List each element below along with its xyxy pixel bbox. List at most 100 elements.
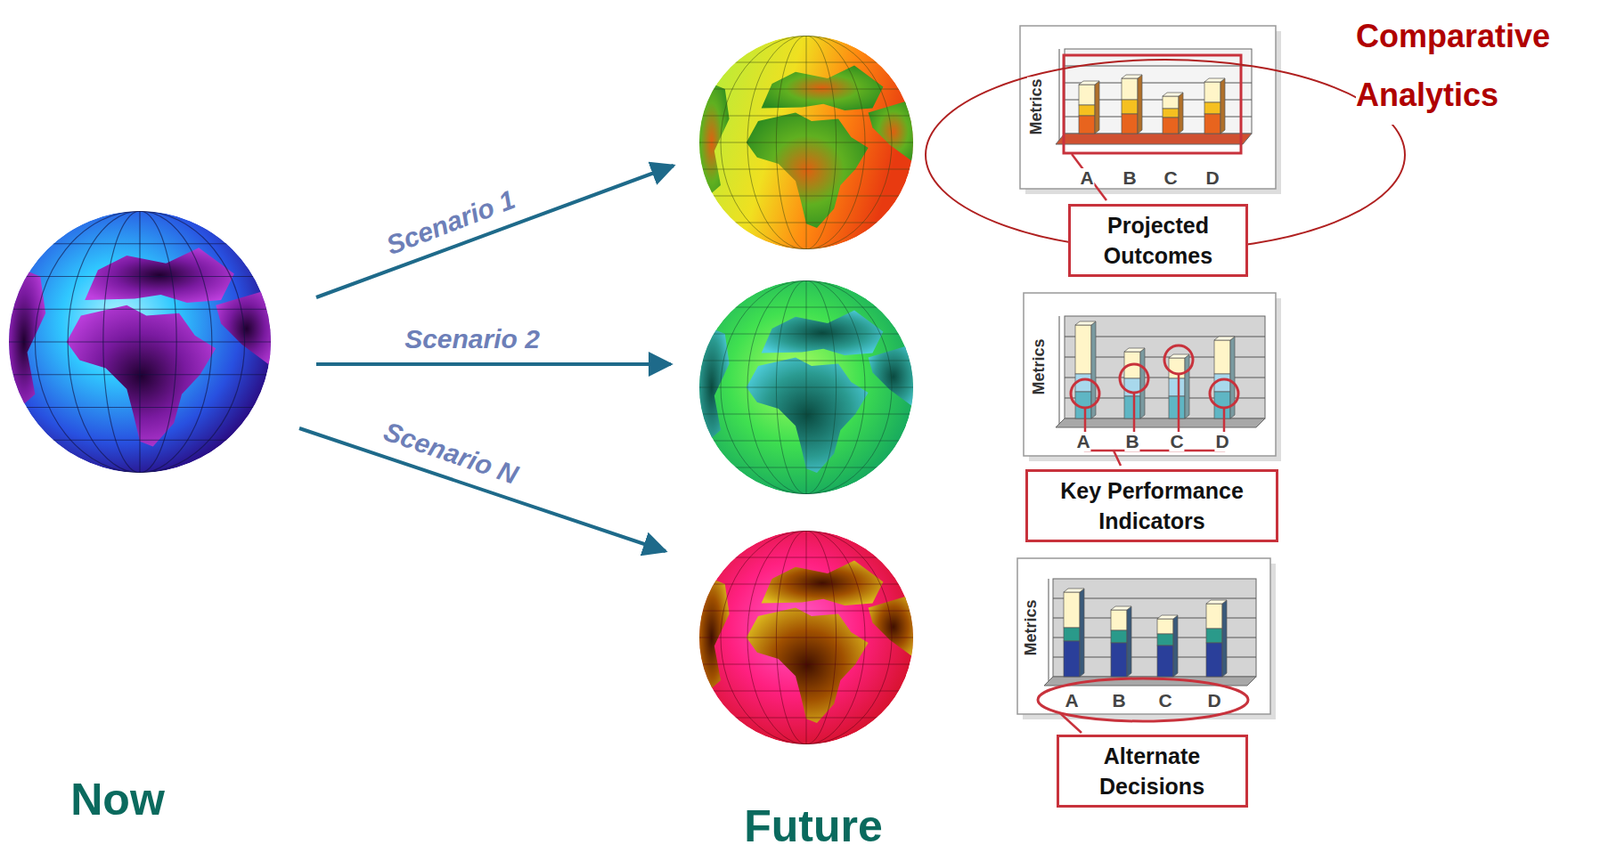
bar-chart	[1059, 48, 1061, 143]
bar-chart	[1162, 96, 1179, 109]
axis-tick: A	[1063, 691, 1079, 711]
bar-chart	[1124, 396, 1141, 419]
bar-chart	[1214, 336, 1235, 341]
box-label: Projected Outcomes	[1081, 210, 1235, 271]
bar-chart	[1094, 81, 1100, 134]
bar-chart	[1214, 340, 1231, 375]
box-label: Key Performance Indicators	[1038, 475, 1266, 537]
bar-chart	[1055, 418, 1266, 428]
bar-chart	[1064, 65, 1252, 67]
globe-future	[693, 280, 919, 495]
bar-chart	[1020, 25, 1276, 189]
bar-chart	[1220, 78, 1225, 134]
bar-chart	[1121, 74, 1143, 79]
time-label: Now	[70, 776, 165, 824]
bar-chart	[1157, 645, 1174, 678]
globe-future	[693, 35, 919, 250]
bar-chart	[1126, 606, 1132, 678]
bar-chart	[1157, 634, 1174, 646]
bar-chart	[1078, 84, 1095, 106]
bar-chart	[1162, 108, 1179, 118]
bar-chart	[1017, 558, 1276, 734]
scenario-label: Scenario 2	[404, 324, 540, 355]
bar-chart	[1204, 81, 1221, 103]
bar-chart	[1222, 600, 1227, 678]
kpi-box: Key Performance Indicators	[1025, 469, 1279, 543]
heading-label: Comparative Analytics	[1355, 7, 1590, 125]
globe-future	[699, 280, 914, 495]
time-label: Future	[743, 803, 883, 850]
scenario-arrow	[316, 362, 671, 367]
bar-chart	[1078, 115, 1095, 134]
axis-tick: C	[1162, 168, 1178, 188]
bar-chart	[1053, 579, 1257, 678]
globe-future	[699, 530, 914, 745]
axis-title: Metrics	[1027, 76, 1045, 137]
bar-chart	[1206, 643, 1223, 678]
axis-tick: B	[1124, 432, 1140, 452]
bar-chart	[1168, 396, 1185, 419]
outcome-box: Projected Outcomes	[1068, 204, 1249, 278]
decision-box: Alternate Decisions	[1056, 734, 1249, 809]
axis-tick: C	[1168, 432, 1184, 452]
bar-chart	[1059, 316, 1061, 426]
bar-chart	[1124, 348, 1145, 352]
globe-future	[699, 530, 914, 745]
globe-now	[2, 211, 278, 474]
scenario-arrow	[299, 165, 674, 552]
axis-tick: D	[1204, 168, 1220, 188]
bar-chart	[1110, 610, 1127, 631]
bar-chart	[1048, 579, 1257, 685]
globe-now	[8, 211, 271, 474]
bar-chart	[1173, 615, 1178, 678]
bar-chart	[1162, 117, 1179, 134]
globe-now	[8, 211, 271, 474]
scenario-arrow	[299, 428, 666, 552]
globe-future	[693, 280, 919, 495]
bar-chart	[1060, 713, 1082, 734]
bar-chart	[1137, 74, 1143, 134]
bar-chart	[1075, 321, 1235, 419]
bar-chart	[1020, 25, 1282, 201]
bar-chart	[1204, 114, 1221, 134]
bar-chart	[1121, 78, 1138, 100]
bar-chart	[1063, 55, 1241, 154]
bar-chart	[1168, 354, 1190, 359]
bar-chart	[1209, 379, 1239, 409]
bar-chart	[1075, 321, 1096, 326]
bar-chart	[1168, 358, 1185, 379]
axis-tick: A	[1078, 168, 1094, 188]
bar-chart	[1048, 579, 1050, 685]
bar-chart	[1079, 588, 1085, 678]
bar-chart	[1121, 99, 1138, 115]
bar-chart	[1037, 678, 1249, 722]
bar-chart	[1204, 78, 1225, 82]
axis-tick: C	[1157, 691, 1173, 711]
axis-tick: D	[1206, 691, 1222, 711]
bar-chart	[1157, 619, 1174, 635]
bar-chart	[1204, 102, 1221, 115]
axis-tick: D	[1214, 432, 1230, 452]
scenario-arrow	[316, 165, 674, 298]
bar-chart	[1119, 364, 1149, 393]
bar-chart	[1063, 592, 1080, 629]
bar-chart	[1113, 450, 1121, 466]
box-label: Alternate Decisions	[1069, 741, 1235, 802]
bar-chart	[1162, 92, 1184, 97]
bar-chart	[1110, 643, 1127, 678]
globe-future	[693, 530, 919, 745]
bar-chart	[1075, 325, 1092, 375]
bar-chart	[1023, 293, 1276, 457]
bar-chart	[1063, 628, 1080, 642]
bar-chart	[1064, 316, 1266, 419]
bar-chart	[1206, 604, 1223, 629]
axis-tick: A	[1075, 432, 1091, 452]
bar-chart	[1070, 345, 1239, 409]
bar-chart	[1206, 600, 1227, 605]
bar-chart	[1184, 354, 1190, 419]
bar-chart	[1078, 74, 1225, 134]
bar-chart	[1157, 615, 1178, 620]
bar-chart	[1164, 345, 1193, 375]
